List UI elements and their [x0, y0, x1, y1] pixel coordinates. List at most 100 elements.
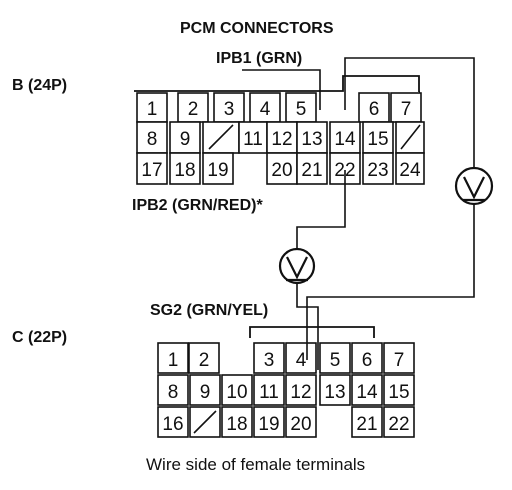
pin-c20 — [285, 406, 317, 438]
sg2-label: SG2 (GRN/YEL) — [150, 302, 268, 319]
pin-c7-label: 7 — [394, 350, 405, 371]
pin-c1-label: 1 — [168, 350, 179, 371]
pin-c8 — [157, 374, 189, 406]
pin-b6 — [358, 92, 390, 123]
ipb1-label: IPB1 (GRN) — [216, 50, 302, 67]
pin-c6 — [351, 342, 383, 374]
pin-c10 — [221, 374, 253, 406]
pin-c5 — [319, 342, 351, 374]
pin-c14 — [351, 374, 383, 406]
voltmeter-right — [454, 166, 494, 206]
pin-b17-label: 17 — [141, 160, 162, 181]
pin-b13-label: 13 — [301, 129, 322, 150]
pin-c20-label: 20 — [290, 414, 311, 435]
connector-c: 1 2 3 4 5 6 7 8 9 10 11 12 13 — [157, 326, 415, 438]
pin-c9 — [189, 374, 221, 406]
pin-c13-label: 13 — [324, 382, 345, 403]
pin-b18 — [169, 152, 201, 185]
pin-c18 — [221, 406, 253, 438]
pin-b11-label: 11 — [243, 129, 263, 150]
center-meter-wire-bottom — [296, 283, 319, 370]
pin-b3-label: 3 — [224, 99, 235, 120]
pin-b11 — [238, 121, 268, 154]
pin-c3 — [253, 342, 285, 374]
ipb2-label: IPB2 (GRN/RED)* — [132, 197, 263, 214]
pin-c5-label: 5 — [330, 350, 341, 371]
pin-b8 — [136, 121, 168, 154]
pin-b21-label: 21 — [301, 160, 322, 181]
connector-b-label: B (24P) — [12, 77, 67, 94]
pin-c12 — [285, 374, 317, 406]
ipb1-probe-wire — [242, 69, 321, 110]
pin-b21 — [296, 152, 328, 185]
pin-b10-slash — [208, 124, 234, 150]
pin-c7 — [383, 342, 415, 374]
pin-c19-label: 19 — [258, 414, 279, 435]
pin-b23-label: 23 — [367, 160, 388, 181]
pin-c14-label: 14 — [356, 382, 378, 403]
pin-c16 — [157, 406, 189, 438]
pin-b23 — [362, 152, 394, 185]
pin-b20 — [266, 152, 298, 185]
connector-c-row-1: 1 2 3 4 5 6 7 — [157, 342, 415, 374]
pin-b19 — [202, 152, 234, 185]
pin-c2-label: 2 — [199, 350, 210, 371]
pin-c3-label: 3 — [264, 350, 275, 371]
pin-b18-label: 18 — [174, 160, 195, 181]
pin-c22 — [383, 406, 415, 438]
pin-b14 — [329, 121, 361, 154]
pin-c12-label: 12 — [290, 382, 311, 403]
connector-c-row-2: 8 9 10 11 12 13 14 15 — [157, 374, 415, 406]
pin-c21-label: 21 — [356, 414, 377, 435]
connector-b-row-3: 17 18 19 20 21 22 23 24 — [136, 152, 425, 185]
pin-c4 — [285, 342, 317, 374]
pin-c22-label: 22 — [388, 414, 409, 435]
pin-b2-label: 2 — [188, 99, 199, 120]
pin-b4 — [249, 92, 281, 123]
pin-c11 — [253, 374, 285, 406]
pin-c13 — [319, 374, 351, 406]
pin-c17-slash — [193, 410, 217, 434]
pin-c9-label: 9 — [200, 382, 211, 403]
pin-c10-label: 10 — [226, 382, 247, 403]
pin-c15-label: 15 — [388, 382, 409, 403]
pin-b17 — [136, 152, 168, 185]
center-meter-wire-top — [296, 170, 346, 249]
pin-b6-label: 6 — [369, 99, 380, 120]
connector-c-row-3: 16 18 19 20 21 22 — [157, 406, 415, 438]
connector-b: 1 2 3 4 5 6 7 8 9 11 12 13 — [134, 75, 425, 185]
pin-c15 — [383, 374, 415, 406]
pin-c16-label: 16 — [162, 414, 183, 435]
pin-b1-label: 1 — [147, 99, 158, 120]
pin-c8-label: 8 — [168, 382, 179, 403]
pin-b7-label: 7 — [401, 99, 412, 120]
pin-c19 — [253, 406, 285, 438]
pin-c1 — [157, 342, 189, 374]
pin-b12-label: 12 — [271, 129, 292, 150]
pin-c4-label: 4 — [296, 350, 307, 371]
pin-b16-slash — [400, 124, 421, 150]
pin-b19-label: 19 — [207, 160, 228, 181]
pin-b13 — [296, 121, 328, 154]
pin-b9-label: 9 — [180, 129, 191, 150]
connector-b-row-2: 8 9 11 12 13 14 15 — [136, 121, 425, 154]
pin-c6-label: 6 — [362, 350, 373, 371]
pin-b4-label: 4 — [260, 99, 271, 120]
pin-b20-label: 20 — [271, 160, 292, 181]
pin-c21 — [351, 406, 383, 438]
pin-b14-label: 14 — [334, 129, 356, 150]
pin-c18-label: 18 — [226, 414, 247, 435]
voltmeter-center-icon — [278, 247, 316, 285]
connector-b-row-1: 1 2 3 4 5 6 7 — [136, 92, 422, 123]
pin-b24 — [395, 152, 425, 185]
right-meter-wire-top — [344, 57, 475, 168]
pin-b5-label: 5 — [296, 99, 307, 120]
pin-c2 — [188, 342, 220, 374]
voltmeter-right-v — [463, 176, 485, 200]
voltmeter-center-v — [286, 256, 308, 280]
pin-c11-label: 11 — [259, 382, 279, 403]
pin-b8-label: 8 — [147, 129, 158, 150]
connector-c-label: C (22P) — [12, 329, 67, 346]
voltmeter-center — [278, 247, 316, 285]
